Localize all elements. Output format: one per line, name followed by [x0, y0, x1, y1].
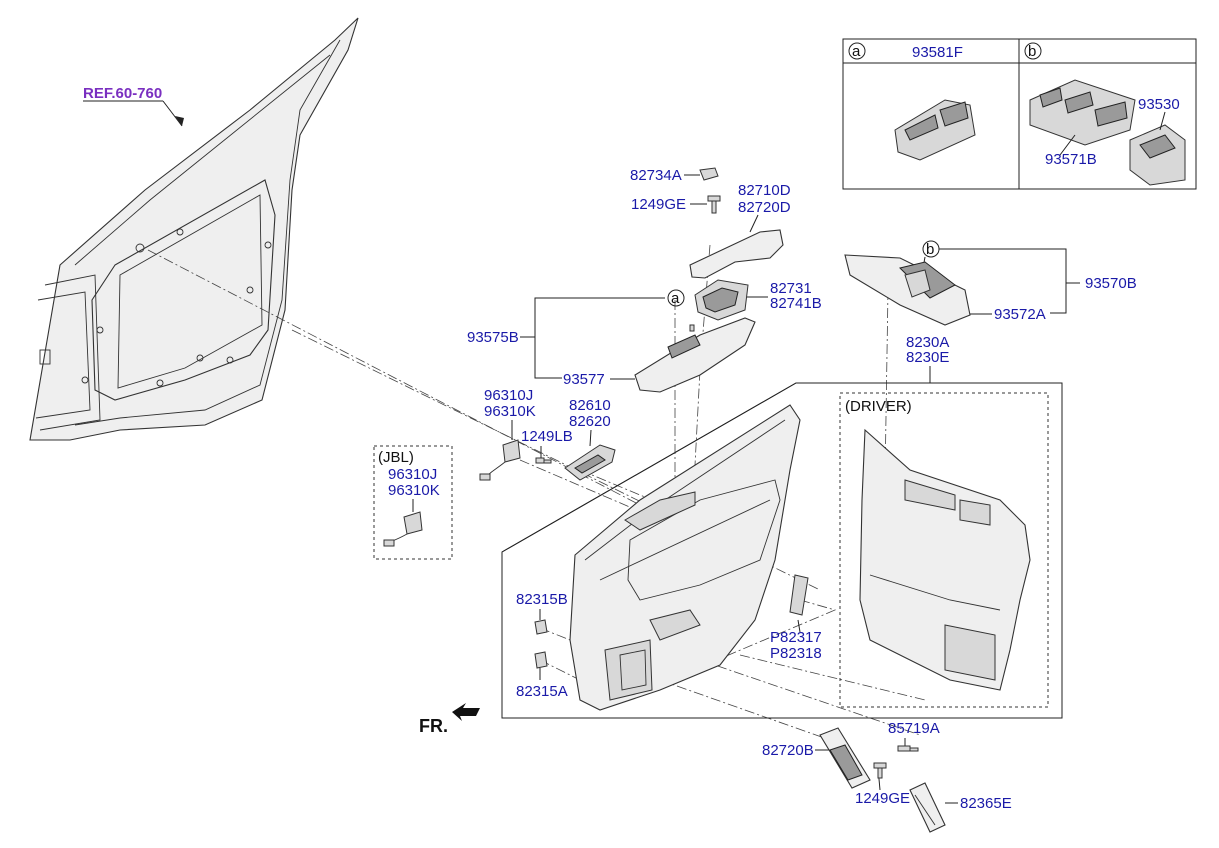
- label-jbl-96310K[interactable]: 96310K: [388, 482, 440, 499]
- jbl-tweeter-drawing: [383, 511, 423, 547]
- label-P82318[interactable]: P82318: [770, 645, 822, 662]
- label-85719A[interactable]: 85719A: [888, 720, 940, 737]
- label-82731[interactable]: 82731: [770, 280, 812, 297]
- callout-b-symbol: b: [1028, 43, 1036, 60]
- driver-trim-drawing: [859, 428, 1031, 691]
- label-82365E[interactable]: 82365E: [960, 795, 1012, 812]
- armrest-panel-93577-drawing: [634, 317, 756, 393]
- inset-table: a 93581F b 93530 93571B: [842, 38, 1197, 190]
- label-93530[interactable]: 93530: [1138, 96, 1180, 113]
- tweeter-96310J-drawing: [479, 439, 521, 481]
- clip-82315B-drawing: [534, 619, 548, 635]
- label-93572A[interactable]: 93572A: [994, 306, 1046, 323]
- label-82620[interactable]: 82620: [569, 413, 611, 430]
- front-arrow-icon: [452, 703, 480, 721]
- label-93570B[interactable]: 93570B: [1085, 275, 1137, 292]
- label-82720D[interactable]: 82720D: [738, 199, 791, 216]
- label-P82317[interactable]: P82317: [770, 629, 822, 646]
- label-8230A[interactable]: 8230A: [906, 334, 949, 351]
- clip-82734A-drawing: [699, 167, 719, 181]
- label-1249GE-top[interactable]: 1249GE: [631, 196, 686, 213]
- label-93581F[interactable]: 93581F: [912, 44, 963, 61]
- jbl-title: (JBL): [378, 449, 414, 466]
- label-82741B[interactable]: 82741B: [770, 295, 822, 312]
- label-82720B[interactable]: 82720B: [762, 742, 814, 759]
- switch-93530-drawing: [1129, 111, 1186, 186]
- trim-strip-P82317-drawing: [789, 574, 809, 616]
- label-1249LB[interactable]: 1249LB: [521, 428, 573, 445]
- screw-1249LB-drawing: [535, 457, 552, 464]
- label-96310J[interactable]: 96310J: [484, 387, 533, 404]
- label-82315B[interactable]: 82315B: [516, 591, 568, 608]
- screw-1249GE-top-drawing: [707, 195, 721, 214]
- bezel-82731-drawing: [694, 279, 749, 321]
- callout-a-marker: a: [671, 290, 680, 307]
- label-93577[interactable]: 93577: [563, 371, 605, 388]
- label-82610[interactable]: 82610: [569, 397, 611, 414]
- label-jbl-96310J[interactable]: 96310J: [388, 466, 437, 483]
- ref-link[interactable]: REF.60-760: [83, 85, 162, 102]
- switch-93571B-drawing: [1029, 79, 1136, 156]
- label-82710D[interactable]: 82710D: [738, 182, 791, 199]
- switch-panel-93572A-drawing: [844, 254, 971, 326]
- label-96310K[interactable]: 96310K: [484, 403, 536, 420]
- label-8230E[interactable]: 8230E: [906, 349, 949, 366]
- trim-82365E-drawing: [909, 782, 946, 833]
- label-82734A[interactable]: 82734A: [630, 167, 682, 184]
- callout-b-marker: b: [926, 241, 934, 258]
- pocket-82720B-drawing: [819, 727, 871, 789]
- direction-label: FR.: [419, 716, 448, 736]
- label-93571B[interactable]: 93571B: [1045, 151, 1097, 168]
- label-93575B[interactable]: 93575B: [467, 329, 519, 346]
- door-trim-panel-drawing: [569, 404, 801, 711]
- clip-82315A-drawing: [534, 651, 548, 669]
- armrest-cover-82710D-drawing: [689, 229, 784, 279]
- screw-1249GE-bottom-drawing: [873, 762, 887, 779]
- switch-93581F-drawing: [894, 99, 976, 161]
- driver-title: (DRIVER): [845, 398, 912, 415]
- handle-82610-drawing: [564, 444, 616, 481]
- label-82315A[interactable]: 82315A: [516, 683, 568, 700]
- callout-a-symbol: a: [852, 43, 861, 60]
- label-1249GE-bottom[interactable]: 1249GE: [855, 790, 910, 807]
- door-frame-drawing: [29, 17, 359, 441]
- screw-85719A-drawing: [897, 745, 919, 752]
